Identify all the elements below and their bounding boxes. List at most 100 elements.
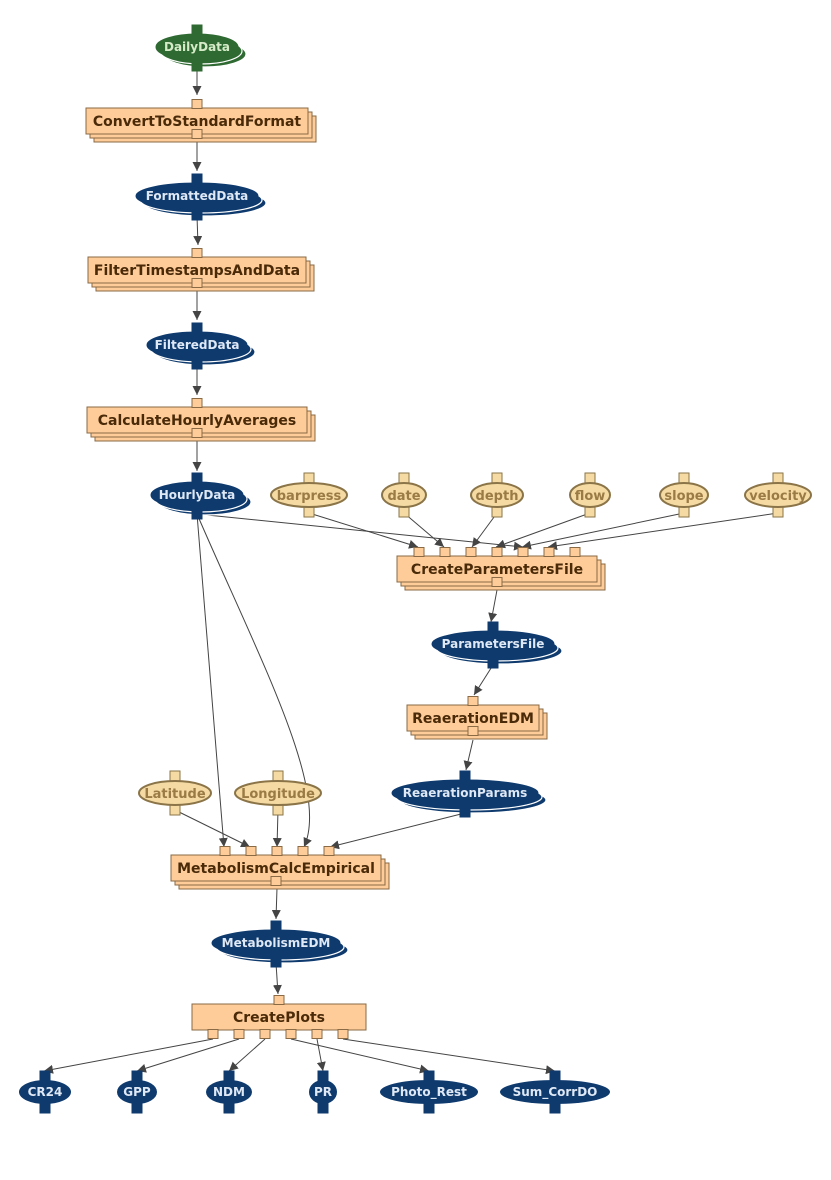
output-port[interactable] <box>191 428 203 438</box>
node-label: ParametersFile <box>442 637 545 651</box>
node-metabolism-edm[interactable]: MetabolismEDM <box>211 920 349 968</box>
node-metabolism-calc-empirical[interactable]: MetabolismCalcEmpirical <box>170 846 390 890</box>
output-port[interactable] <box>337 1029 349 1039</box>
input-port[interactable] <box>543 547 555 557</box>
node-flow[interactable]: flow <box>569 472 611 518</box>
param-ellipse[interactable] <box>470 482 524 508</box>
input-port[interactable] <box>270 920 282 934</box>
edge-create-plots-to-gpp <box>136 1038 240 1073</box>
input-port[interactable] <box>191 322 203 336</box>
node-gpp[interactable]: GPP <box>117 1070 157 1114</box>
node-create-parameters-file[interactable]: CreateParametersFile <box>396 547 606 591</box>
output-port[interactable] <box>285 1029 297 1039</box>
node-velocity[interactable]: velocity <box>744 472 812 518</box>
output-port[interactable] <box>491 577 503 587</box>
edge-create-plots-to-photo-rest <box>290 1038 430 1074</box>
node-depth[interactable]: depth <box>470 472 524 518</box>
data-ellipse[interactable] <box>500 1080 610 1104</box>
edge-longitude-to-metabolism-calc-empirical <box>272 809 282 848</box>
node-hourly-data[interactable]: HourlyData <box>150 472 252 520</box>
input-port[interactable] <box>569 547 581 557</box>
param-ellipse[interactable] <box>569 482 611 508</box>
param-ellipse[interactable] <box>744 482 812 508</box>
output-port[interactable] <box>191 58 203 72</box>
data-ellipse[interactable] <box>19 1080 71 1104</box>
param-ellipse[interactable] <box>270 482 348 508</box>
node-cr24[interactable]: CR24 <box>19 1070 71 1114</box>
input-port[interactable] <box>191 173 203 187</box>
input-port[interactable] <box>465 547 477 557</box>
input-port[interactable] <box>491 547 503 557</box>
data-ellipse[interactable] <box>206 1080 252 1104</box>
output-port[interactable] <box>270 954 282 968</box>
node-slope[interactable]: slope <box>659 472 709 518</box>
node-ndm[interactable]: NDM <box>206 1070 252 1114</box>
output-port[interactable] <box>191 129 203 139</box>
input-port[interactable] <box>219 846 231 856</box>
input-port[interactable] <box>517 547 529 557</box>
node-reaeration-params[interactable]: ReaerationParams <box>391 770 547 818</box>
output-port[interactable] <box>191 278 203 288</box>
node-filter-timestamps-and-data[interactable]: FilterTimestampsAndData <box>87 248 315 292</box>
input-port[interactable] <box>323 846 335 856</box>
output-port[interactable] <box>270 876 282 886</box>
output-port[interactable] <box>487 655 499 669</box>
input-port[interactable] <box>487 621 499 635</box>
data-ellipse[interactable] <box>117 1080 157 1104</box>
input-port[interactable] <box>245 846 257 856</box>
edge-latitude-to-metabolism-calc-empirical <box>174 809 251 848</box>
param-ellipse[interactable] <box>138 780 212 806</box>
input-port[interactable] <box>467 696 479 706</box>
input-port[interactable] <box>273 995 285 1005</box>
output-port[interactable] <box>259 1029 271 1039</box>
input-port[interactable] <box>413 547 425 557</box>
node-convert-to-standard-format[interactable]: ConvertToStandardFormat <box>85 99 317 143</box>
param-ellipse[interactable] <box>381 482 427 508</box>
node-photo-rest[interactable]: Photo_Rest <box>380 1070 478 1114</box>
data-ellipse[interactable] <box>309 1080 337 1104</box>
node-label: FilteredData <box>155 338 240 352</box>
node-daily-data[interactable]: DailyData <box>155 24 247 72</box>
param-ellipse[interactable] <box>234 780 322 806</box>
output-port[interactable] <box>467 726 479 736</box>
input-port[interactable] <box>191 398 203 408</box>
node-formatted-data[interactable]: FormattedData <box>135 173 267 221</box>
output-port[interactable] <box>191 506 203 520</box>
node-calculate-hourly-averages[interactable]: CalculateHourlyAverages <box>86 398 316 442</box>
node-pr[interactable]: PR <box>309 1070 337 1114</box>
node-label: GPP <box>123 1085 151 1099</box>
node-date[interactable]: date <box>381 472 427 518</box>
edge-date-to-create-parameters-file <box>403 512 445 548</box>
node-label: NDM <box>213 1085 245 1099</box>
output-port[interactable] <box>191 207 203 221</box>
input-port[interactable] <box>297 846 309 856</box>
node-label: HourlyData <box>159 488 236 502</box>
output-port[interactable] <box>207 1029 219 1039</box>
input-port[interactable] <box>191 24 203 38</box>
node-latitude[interactable]: Latitude <box>138 770 212 816</box>
node-parameters-file[interactable]: ParametersFile <box>431 621 563 669</box>
node-label: CreateParametersFile <box>411 562 583 578</box>
node-barpress[interactable]: barpress <box>270 472 348 518</box>
node-label: DailyData <box>164 40 230 54</box>
output-port[interactable] <box>311 1029 323 1039</box>
output-port[interactable] <box>459 804 471 818</box>
node-label: MetabolismCalcEmpirical <box>177 861 375 877</box>
input-port[interactable] <box>439 547 451 557</box>
data-ellipse[interactable] <box>380 1080 478 1104</box>
output-port[interactable] <box>191 356 203 370</box>
node-filtered-data[interactable]: FilteredData <box>146 322 256 370</box>
input-port[interactable] <box>191 99 203 109</box>
edge-create-plots-to-pr <box>316 1038 326 1072</box>
param-ellipse[interactable] <box>659 482 709 508</box>
node-reaeration-edm[interactable]: ReaerationEDM <box>406 696 548 740</box>
input-port[interactable] <box>459 770 471 784</box>
node-longitude[interactable]: Longitude <box>234 770 322 816</box>
output-port[interactable] <box>233 1029 245 1039</box>
node-create-plots[interactable]: CreatePlots <box>191 995 367 1039</box>
node-label: CR24 <box>28 1085 63 1099</box>
input-port[interactable] <box>271 846 283 856</box>
node-sum-corr-do[interactable]: Sum_CorrDO <box>500 1070 610 1114</box>
input-port[interactable] <box>191 248 203 258</box>
input-port[interactable] <box>191 472 203 486</box>
